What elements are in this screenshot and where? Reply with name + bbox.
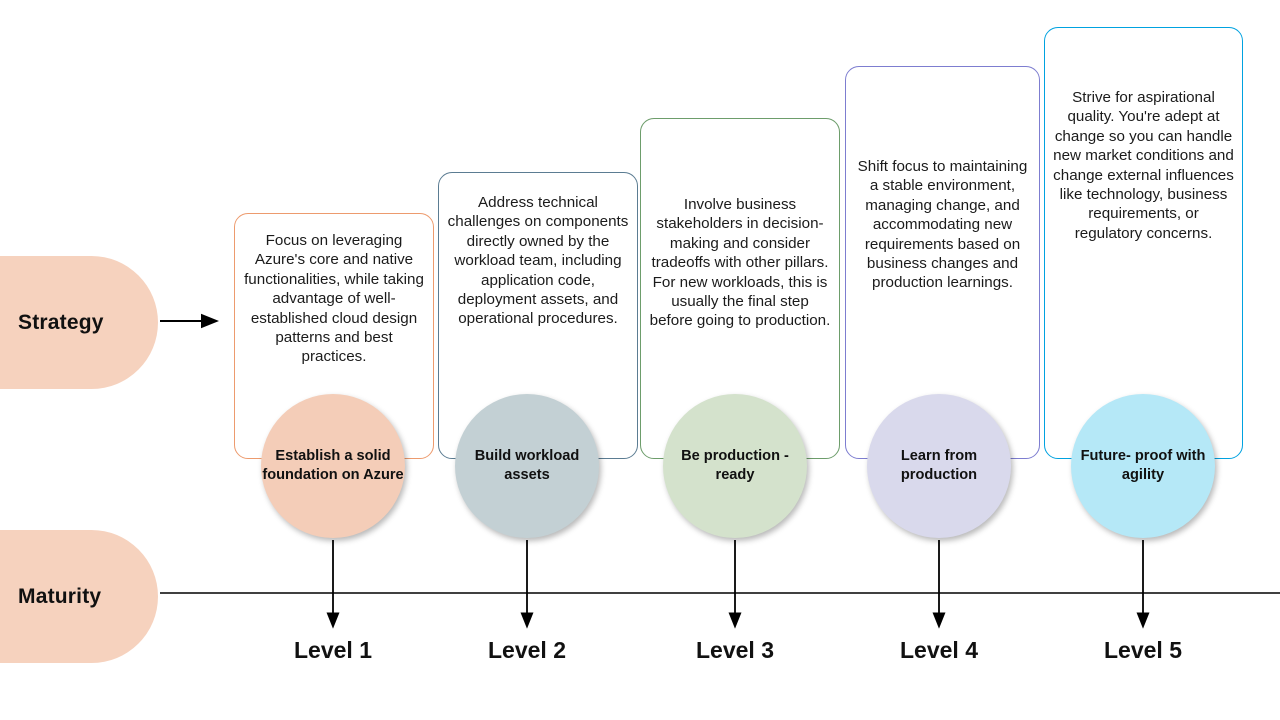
level-label-2: Level 2 — [488, 637, 566, 663]
stage-bubble-label: Establish a solid foundation on Azure — [262, 448, 404, 483]
stage-card-level-4[interactable]: Shift focus to maintaining a stable envi… — [845, 66, 1040, 459]
level-label-3: Level 3 — [696, 637, 774, 663]
stage-bubble-level-1[interactable]: Establish a solid foundation on Azure — [261, 394, 405, 538]
stage-bubble-level-4[interactable]: Learn from production — [867, 394, 1011, 538]
strategy-axis-pill: Strategy — [0, 256, 158, 389]
maturity-axis-label: Maturity — [18, 584, 102, 608]
stage-bubble-label: Future- proof with agility — [1080, 448, 1206, 483]
stage-card-level-5[interactable]: Strive for aspirational quality. You're … — [1044, 27, 1243, 459]
stage-card-text: Address technical challenges on componen… — [447, 194, 629, 328]
stage-card-text: Strive for aspirational quality. You're … — [1053, 89, 1234, 242]
stage-bubble-level-2[interactable]: Build workload assets — [455, 394, 599, 538]
level-label-1: Level 1 — [294, 637, 372, 663]
stage-card-text: Shift focus to maintaining a stable envi… — [857, 158, 1028, 292]
level-label-4: Level 4 — [900, 637, 978, 663]
stage-bubble-label: Build workload assets — [474, 448, 580, 483]
level-label-5: Level 5 — [1104, 637, 1182, 663]
stage-bubble-label: Learn from production — [900, 448, 978, 483]
stage-card-level-1[interactable]: Focus on leveraging Azure's core and nat… — [234, 213, 434, 459]
strategy-axis-label: Strategy — [18, 310, 104, 334]
stage-bubble-level-3[interactable]: Be production -ready — [663, 394, 807, 538]
stage-bubble-level-5[interactable]: Future- proof with agility — [1071, 394, 1215, 538]
stage-card-text: Involve business stakeholders in decisio… — [649, 196, 831, 330]
stage-bubble-label: Be production -ready — [681, 448, 789, 483]
stage-card-text: Focus on leveraging Azure's core and nat… — [244, 232, 424, 366]
maturity-axis-pill: Maturity — [0, 530, 158, 663]
